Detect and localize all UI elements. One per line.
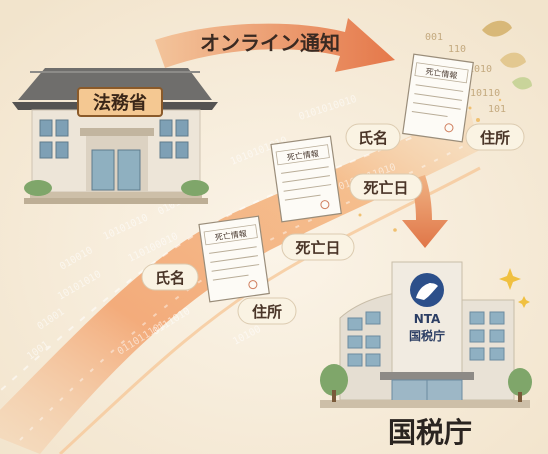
tag-label: 死亡日 (363, 179, 408, 197)
sparkle-icon (499, 268, 530, 308)
tag-pill: 死亡日 (349, 173, 423, 201)
tag-pill: 住所 (237, 297, 297, 325)
binary-text: 1010 (468, 64, 492, 75)
ministry-sign (77, 87, 163, 117)
tag-pill: 住所 (465, 123, 525, 151)
binary-text: 10110 (470, 88, 500, 99)
document-title: 死亡情報 (425, 66, 458, 80)
tag-pill: 氏名 (141, 263, 199, 291)
death-info-document: 死亡情報 (402, 53, 474, 143)
leaf-icon (482, 20, 532, 90)
tag-pill: 氏名 (345, 123, 401, 151)
tag-label: 氏名 (155, 269, 185, 287)
tag-label: 住所 (480, 129, 510, 147)
tag-label: 住所 (252, 303, 282, 321)
nta-caption: 国税庁 (388, 416, 472, 449)
document-title: 死亡情報 (286, 148, 319, 162)
ministry-sign-label: 法務省 (93, 92, 147, 114)
tag-pill: 死亡日 (281, 233, 355, 261)
death-info-document: 死亡情報 (198, 215, 270, 303)
banner-label: オンライン通知 (200, 31, 340, 55)
ministry-building (12, 68, 218, 204)
tag-label: 死亡日 (295, 239, 340, 257)
binary-text: 001 (425, 32, 443, 43)
nta-logo-icon (410, 273, 444, 307)
binary-text: 101 (488, 104, 506, 115)
nta-building-sign: 国税庁 (409, 328, 445, 343)
notification-arrow (155, 18, 395, 72)
document-title: 死亡情報 (214, 228, 247, 242)
binary-text: 110 (448, 44, 466, 55)
tag-label: 氏名 (358, 129, 388, 147)
death-info-document: 死亡情報 (270, 135, 342, 223)
down-arrow (402, 175, 448, 248)
nta-logo-text: NTA (414, 312, 441, 326)
